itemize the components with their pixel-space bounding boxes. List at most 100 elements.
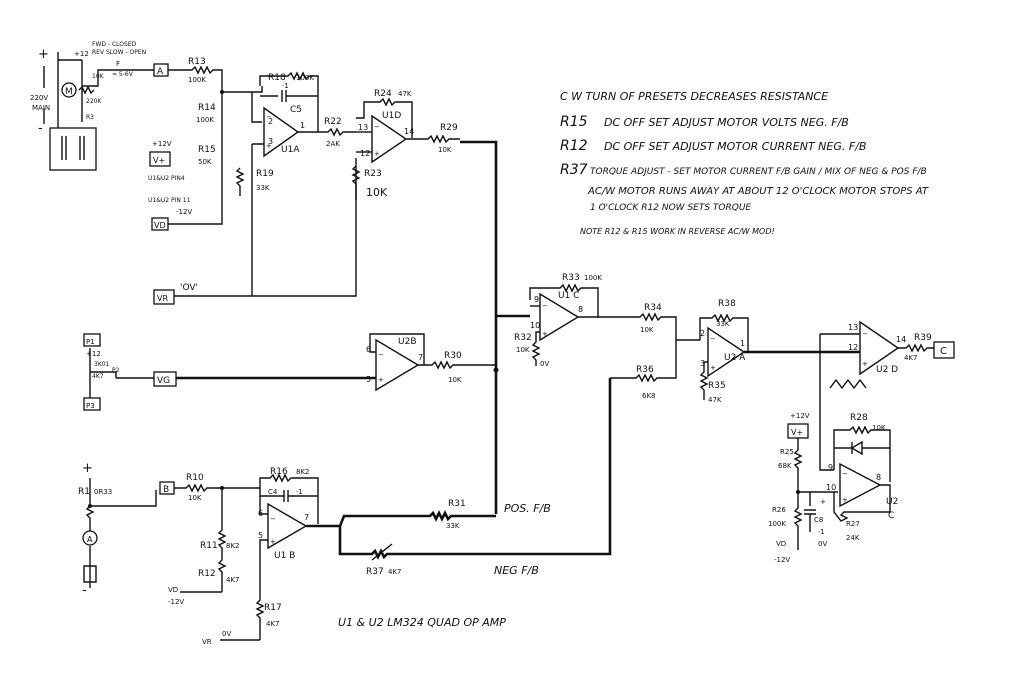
r33-value: 100K <box>584 274 602 282</box>
u1d-pin12: 12 <box>360 149 370 158</box>
minus12v-u2: -12V <box>774 556 790 564</box>
mains-label: MAIN <box>32 104 50 112</box>
r37-value: 4K7 <box>388 568 402 576</box>
r31-value: 33K <box>446 522 460 530</box>
pot-3k01: 3K01 <box>94 361 110 368</box>
r37-label: R37 <box>366 567 384 577</box>
r10-value: 10K <box>188 494 202 502</box>
rev-label: REV SLOW - OPEN <box>92 49 146 56</box>
u2a-section: R38 33K 2 3 1 U2 A − + R35 47K R36 6K8 <box>610 299 860 404</box>
r32-value: 10K <box>516 346 530 354</box>
mains-minus: - <box>38 121 43 136</box>
diode-symbol <box>834 440 890 456</box>
c8-plus: + <box>820 498 826 506</box>
u2a-pin1: 1 <box>740 339 745 348</box>
r23-value: 10K <box>366 186 388 199</box>
r31-label: R31 <box>448 499 466 509</box>
r15-label: R15 <box>198 145 216 155</box>
p3-label: P3 <box>86 402 95 410</box>
r34-label: R34 <box>644 303 662 313</box>
r35-label: R35 <box>708 381 726 391</box>
u1b-section: + - R1 0R33 A B R10 10K R11 8K2 R12 4K7 … <box>78 378 612 646</box>
r19-label: R19 <box>256 169 274 179</box>
u1b-minus: − <box>270 515 276 523</box>
opamp-u2a <box>707 326 746 378</box>
c8-ov: 0V <box>818 540 827 548</box>
r11-value: 8K2 <box>226 542 240 550</box>
u1c-pin10: 10 <box>530 321 540 330</box>
note-r37-ref: R37 <box>560 162 588 178</box>
u1c-label: U1 C <box>558 291 579 301</box>
p2-label: P2 <box>112 367 120 374</box>
r17-value: 4K7 <box>266 620 280 628</box>
r24-value: 47K <box>398 90 412 98</box>
r38-label: R38 <box>718 299 736 309</box>
u2c-label-a: U2 <box>886 497 898 507</box>
note-lm324: U1 & U2 LM324 QUAD OP AMP <box>338 616 506 629</box>
ov-bottom-label: 0V <box>222 630 231 638</box>
u2b-section: P1 +12 3K01 4K7 P2 P3 VG 6 5 7 U2B − + R… <box>83 333 496 411</box>
p1-plus12: +12 <box>86 350 101 358</box>
u2d-section: 13 12 14 U2 D − + R39 4K7 C <box>819 320 955 471</box>
node-b-label: B <box>163 485 169 495</box>
note-motor-runaway: AC/W MOTOR RUNS AWAY AT ABOUT 12 O'CLOCK… <box>587 186 929 197</box>
r34-value: 10K <box>640 326 654 334</box>
note-reverse: NOTE R12 & R15 WORK IN REVERSE AC/W MOD! <box>580 227 775 236</box>
mains-section: + - 220V MAIN +12 FWD - CLOSED REV SLOW … <box>30 41 162 171</box>
opamp-u2b <box>375 338 420 392</box>
r14-value: 100K <box>196 116 214 124</box>
u1a-section: A R13 100K R14 100K R15 50K V+ +12V U1&U… <box>148 57 357 305</box>
r25-value: 68K <box>778 462 792 470</box>
fwd-label: FWD - CLOSED <box>92 41 137 48</box>
r14-label: R14 <box>198 103 216 113</box>
r13-label: R13 <box>188 57 206 67</box>
u2c-plus: + <box>842 496 848 504</box>
u2d-minus: − <box>862 330 868 338</box>
u1c-section: R33 100K 9 10 8 U1 C − + R32 10K 0V R34 … <box>514 273 677 368</box>
node-vd-bottom-label: VD <box>168 586 178 594</box>
p1-label: P1 <box>86 338 95 346</box>
u1u2-pin11-label: U1&U2 PIN 11 <box>148 197 191 204</box>
r24-label: R24 <box>374 89 392 99</box>
r18-label: R18 <box>268 73 286 83</box>
u2c-minus: − <box>842 470 848 478</box>
r22-label: R22 <box>324 117 342 127</box>
u2d-label: U2 D <box>876 365 898 375</box>
r26-value: 100K <box>768 520 786 528</box>
opamp-u2c <box>839 462 882 508</box>
neg-fb-label: NEG F/B <box>494 564 539 577</box>
u2d-pin14: 14 <box>896 335 906 344</box>
note-r15-ref: R15 <box>560 114 588 130</box>
c4-label: C4 <box>268 488 278 496</box>
f-value: ≈ 5-6V <box>112 71 134 78</box>
node-vd-u2-label: VD <box>776 540 786 548</box>
node-vplus-u2-label: V+ <box>791 428 803 437</box>
r29-value: 10K <box>438 146 452 154</box>
node-c-box <box>933 341 955 359</box>
r16-label: R16 <box>270 467 288 477</box>
u2c-pin8: 8 <box>876 473 881 482</box>
u1a-pin3: 3 <box>268 137 273 146</box>
node-vplus-label: V+ <box>153 156 165 165</box>
p1-box <box>83 333 101 347</box>
f-label: F <box>116 60 120 68</box>
mosfet-bridge <box>49 127 97 171</box>
u2d-pin12: 12 <box>848 343 858 352</box>
u2c-section: V+ +12V R25 68K R26 100K VD -12V C8 + ·1… <box>768 412 898 564</box>
motor-symbol <box>61 82 77 98</box>
u1c-plus: + <box>542 330 548 338</box>
node-vg-label: VG <box>157 376 170 386</box>
r18-value: 100K <box>296 74 314 82</box>
r39-value: 4K7 <box>904 354 918 362</box>
r33-label: R33 <box>562 273 580 283</box>
u2a-plus: + <box>710 364 716 372</box>
plus12v-u2: +12V <box>790 412 810 420</box>
r3-value: 220K <box>86 98 102 105</box>
c8-value: ·1 <box>818 528 825 536</box>
r38-value: 33K <box>716 320 730 328</box>
node-vr-bottom-label: VR <box>202 638 212 646</box>
minus12v-bottom: -12V <box>168 598 184 606</box>
minus12v-u1: -12V <box>176 208 192 216</box>
sense-plus: + <box>82 461 93 476</box>
